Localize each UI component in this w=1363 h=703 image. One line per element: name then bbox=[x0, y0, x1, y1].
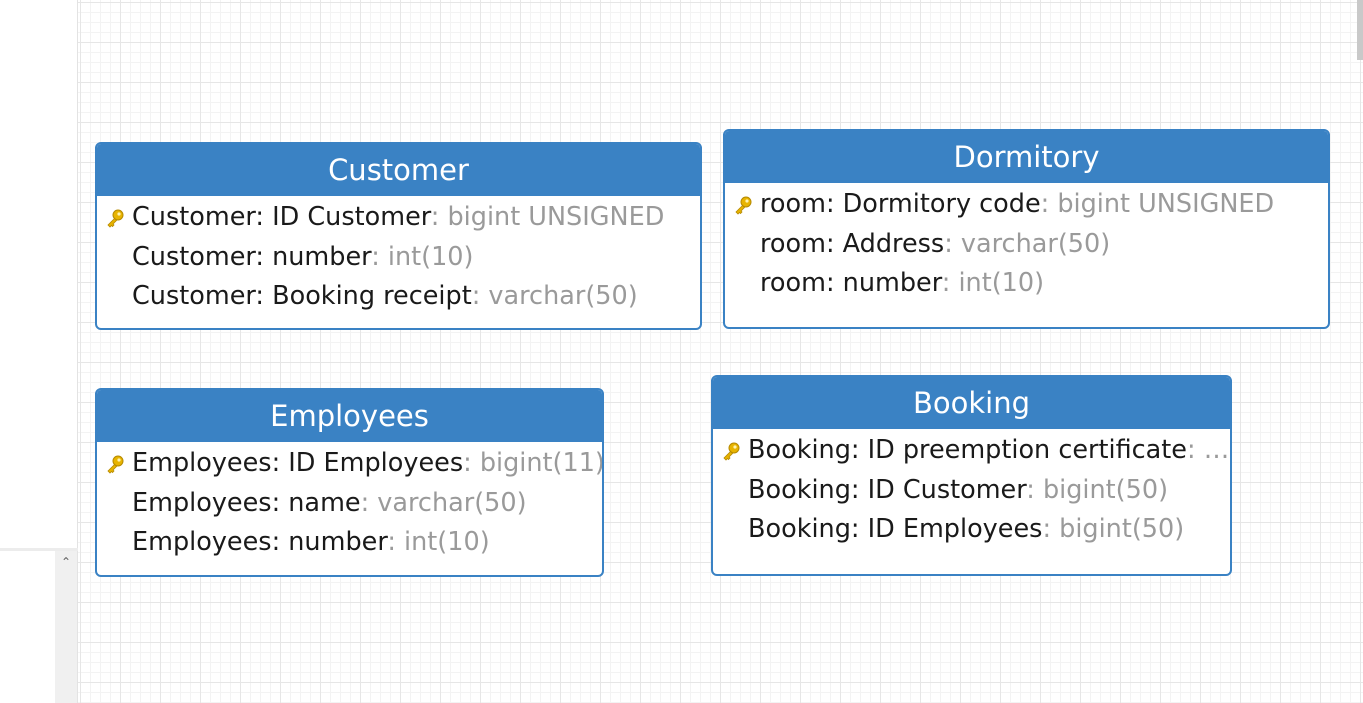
attribute-type: : int(10) bbox=[941, 268, 1045, 298]
attribute-type: : varchar(50) bbox=[471, 281, 638, 311]
attribute-name: Booking: ID preemption certificate bbox=[748, 435, 1187, 465]
attribute-row[interactable]: Booking: ID Customer: bigint(50) bbox=[713, 471, 1230, 511]
attribute-row[interactable]: room: number: int(10) bbox=[725, 264, 1328, 304]
attribute-name: Booking: ID Customer bbox=[748, 474, 1027, 505]
attribute-name: Employees: ID Employees bbox=[132, 448, 464, 478]
attribute-type: : bigint UNSIGNED bbox=[1040, 189, 1275, 219]
attribute-list: Booking: ID preemption certificate: … Bo… bbox=[713, 429, 1230, 550]
attribute-name: Customer: number bbox=[132, 241, 372, 272]
attribute-name: room: number bbox=[760, 268, 942, 298]
attribute-list: Customer: ID Customer: bigint UNSIGNED C… bbox=[97, 196, 700, 317]
attribute-type: : int(10) bbox=[371, 241, 474, 272]
key-icon bbox=[735, 196, 752, 215]
attribute-row[interactable]: Employees: name: varchar(50) bbox=[97, 484, 602, 524]
entity-title: Customer bbox=[97, 144, 700, 196]
attribute-type: : varchar(50) bbox=[944, 228, 1111, 259]
attribute-name: room: Address bbox=[760, 228, 945, 259]
attribute-type: : … bbox=[1187, 435, 1230, 465]
attribute-row[interactable]: Customer: Booking receipt: varchar(50) bbox=[97, 277, 700, 317]
attribute-name: Employees: name bbox=[132, 487, 361, 518]
panel-divider[interactable] bbox=[0, 548, 78, 551]
attribute-row[interactable]: Customer: ID Customer: bigint UNSIGNED bbox=[97, 198, 700, 238]
chevron-up-icon[interactable]: ⌃ bbox=[60, 555, 72, 569]
attribute-row[interactable]: Booking: ID Employees: bigint(50) bbox=[713, 510, 1230, 550]
entity-customer[interactable]: Customer Customer: ID Customer: bigint U… bbox=[95, 142, 702, 330]
attribute-name: room: Dormitory code bbox=[760, 189, 1041, 219]
attribute-row[interactable]: Employees: ID Employees: bigint(11) bbox=[97, 444, 602, 484]
entity-title: Employees bbox=[97, 390, 602, 442]
entity-title: Dormitory bbox=[725, 131, 1328, 183]
attribute-list: Employees: ID Employees: bigint(11) Empl… bbox=[97, 442, 602, 563]
attribute-type: : bigint(11) bbox=[463, 448, 602, 478]
attribute-type: : varchar(50) bbox=[360, 487, 527, 518]
key-icon bbox=[107, 209, 124, 228]
entity-employees[interactable]: Employees Employees: ID Employees: bigin… bbox=[95, 388, 604, 577]
attribute-name: Employees: number bbox=[132, 527, 388, 557]
key-icon bbox=[107, 455, 124, 474]
entity-booking[interactable]: Booking Booking: ID preemption certifica… bbox=[711, 375, 1232, 576]
attribute-type: : int(10) bbox=[387, 527, 490, 557]
attribute-name: Customer: Booking receipt bbox=[132, 281, 472, 311]
attribute-type: : bigint(50) bbox=[1042, 514, 1185, 544]
attribute-row[interactable]: room: Dormitory code: bigint UNSIGNED bbox=[725, 185, 1328, 225]
entity-dormitory[interactable]: Dormitory room: Dormitory code: bigint U… bbox=[723, 129, 1330, 329]
attribute-row[interactable]: Employees: number: int(10) bbox=[97, 523, 602, 563]
attribute-name: Booking: ID Employees bbox=[748, 514, 1043, 544]
key-icon bbox=[723, 442, 740, 461]
left-panel: ⌃ bbox=[0, 0, 78, 703]
entity-title: Booking bbox=[713, 377, 1230, 429]
attribute-row[interactable]: Customer: number: int(10) bbox=[97, 238, 700, 278]
attribute-type: : bigint UNSIGNED bbox=[430, 202, 665, 232]
canvas-scrollbar[interactable] bbox=[1357, 0, 1363, 60]
attribute-list: room: Dormitory code: bigint UNSIGNED ro… bbox=[725, 183, 1328, 304]
attribute-name: Customer: ID Customer bbox=[132, 202, 431, 232]
left-panel-scrollbar[interactable]: ⌃ bbox=[55, 551, 77, 703]
diagram-canvas[interactable]: Customer Customer: ID Customer: bigint U… bbox=[78, 0, 1363, 703]
attribute-row[interactable]: Booking: ID preemption certificate: … bbox=[713, 431, 1230, 471]
attribute-type: : bigint(50) bbox=[1026, 474, 1169, 505]
attribute-row[interactable]: room: Address: varchar(50) bbox=[725, 225, 1328, 265]
